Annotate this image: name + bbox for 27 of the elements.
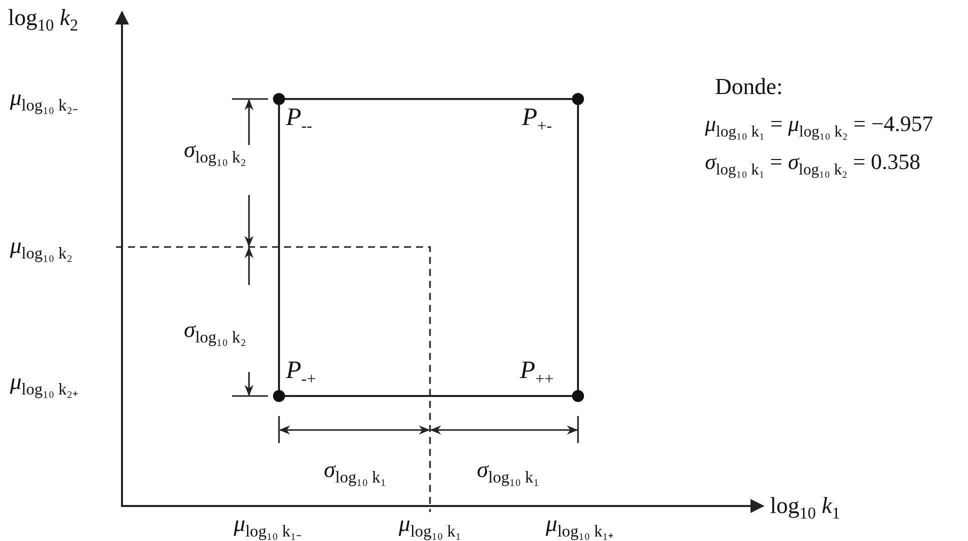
math-label: μ$_{log₁₀ k₁₊}$ [546,512,614,540]
math-label: μ$_{log₁₀ k₂₊}$ [10,370,78,398]
point-marker [572,390,584,402]
math-label: σ$_{log₁₀ k₁}$ [324,458,386,486]
point-label: P$_{+-}$ [522,105,552,134]
square-side [577,105,579,390]
square-side [278,105,280,390]
square-side [285,98,572,100]
point-marker [572,93,584,105]
math-label: σ$_{log₁₀ k₁}$ [476,458,540,486]
point-label: P$_{-+}$ [286,358,316,388]
formula: σ$_{log₁₀ k₁}$ = σ$_{log₁₀ k₂}$ = 0.358 [705,151,920,178]
note-heading: Donde: [715,75,783,98]
math-label: σ$_{log₁₀ k₂}$ [184,138,246,166]
math-label: μ$_{log₁₀ k₂}$ [10,234,72,262]
math-label: μ$_{log₁₀ k₁}$ [398,512,462,540]
point-label: P$_{--}$ [286,105,312,134]
math-label: σ$_{log₁₀ k₂}$ [184,318,246,346]
square-side [285,395,572,397]
axis-title: log$_{10}$ k$_{2}$ [8,6,78,34]
axis-title: log$_{10}$ k$_{1}$ [770,494,840,522]
math-label: μ$_{log₁₀ k₁₋}$ [234,512,302,540]
math-label: μ$_{log₁₀ k₂₋}$ [10,86,78,114]
formula: μ$_{log₁₀ k₁}$ = μ$_{log₁₀ k₂}$ = −4.957 [705,113,934,140]
point-marker [273,390,285,402]
point-marker [273,93,285,105]
point-label: P$_{++}$ [520,358,554,388]
